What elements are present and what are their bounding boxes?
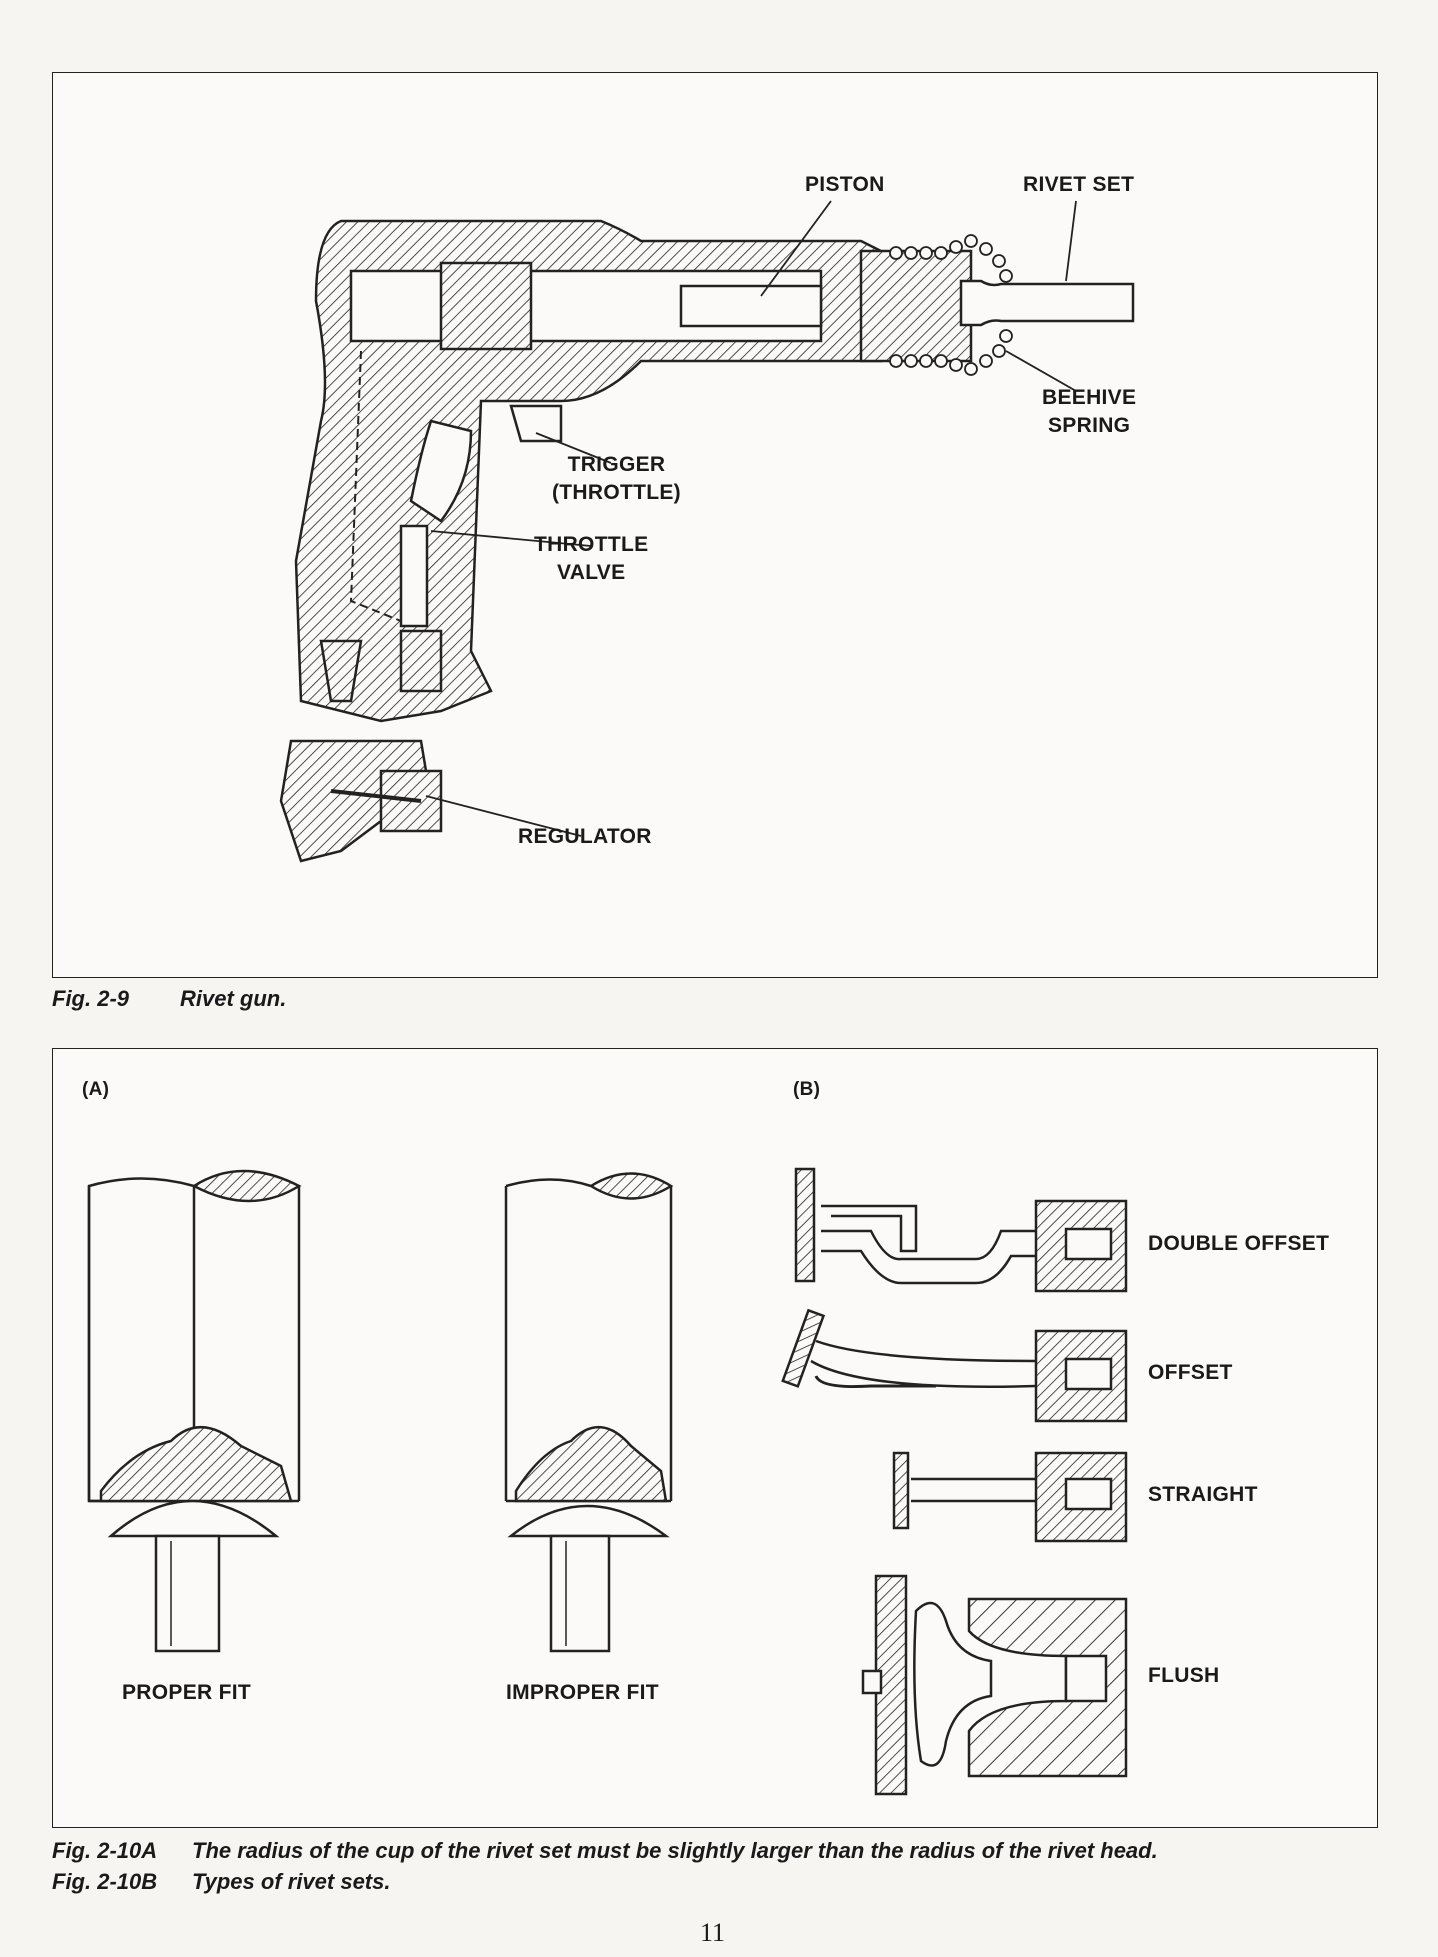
offset-drawing	[781, 1308, 1128, 1423]
label-beehive-line2: SPRING	[1047, 414, 1131, 437]
label-double-offset: DOUBLE OFFSET	[1148, 1232, 1330, 1255]
label-beehive-line1: BEEHIVE	[1042, 386, 1137, 409]
label-offset: OFFSET	[1148, 1361, 1233, 1384]
flush-drawing	[861, 1574, 1128, 1796]
rivet-gun-drawing	[279, 200, 1135, 863]
label-improper-fit: IMPROPER FIT	[506, 1681, 659, 1704]
figure-rivet-gun	[52, 72, 1378, 978]
double-offset-drawing	[794, 1167, 1128, 1293]
label-trigger-line1: TRIGGER	[567, 453, 666, 476]
label-beehive-spring: BEEHIVE SPRING	[1042, 384, 1136, 440]
label-trigger: TRIGGER (THROTTLE)	[552, 451, 681, 507]
label-proper-fit: PROPER FIT	[122, 1681, 252, 1704]
proper-fit-drawing	[87, 1169, 302, 1653]
figure-rivet-sets	[52, 1048, 1378, 1828]
caption-fig-2-9: Fig. 2-9 Rivet gun.	[52, 986, 286, 1012]
caption-a-text: The radius of the cup of the rivet set m…	[192, 1838, 1158, 1863]
label-straight: STRAIGHT	[1148, 1483, 1258, 1506]
caption-text: Rivet gun.	[180, 986, 287, 1011]
caption-fig-2-10b: Fig. 2-10B Types of rivet sets.	[52, 1869, 390, 1895]
caption-fig-2-10a: Fig. 2-10A The radius of the cup of the r…	[52, 1838, 1158, 1864]
label-throttle-line2: VALVE	[556, 561, 626, 584]
page-number: 11	[700, 1918, 726, 1947]
straight-drawing	[892, 1451, 1128, 1543]
label-trigger-line2: (THROTTLE)	[552, 481, 681, 504]
panel-b-label: (B)	[793, 1079, 821, 1100]
label-regulator: REGULATOR	[518, 825, 652, 848]
caption-a-number: Fig. 2-10A	[52, 1838, 158, 1863]
label-throttle-line1: THROTTLE	[534, 533, 649, 556]
label-flush: FLUSH	[1148, 1664, 1220, 1687]
caption-number: Fig. 2-9	[52, 986, 130, 1011]
caption-b-text: Types of rivet sets.	[192, 1869, 391, 1894]
caption-b-number: Fig. 2-10B	[52, 1869, 158, 1894]
panel-a-label: (A)	[82, 1079, 110, 1100]
label-piston: PISTON	[805, 173, 885, 196]
rivet-sets-drawing	[87, 1167, 1128, 1796]
improper-fit-drawing	[504, 1172, 674, 1653]
label-rivet-set: RIVET SET	[1023, 173, 1135, 196]
label-throttle-valve: THROTTLE VALVE	[534, 531, 648, 587]
